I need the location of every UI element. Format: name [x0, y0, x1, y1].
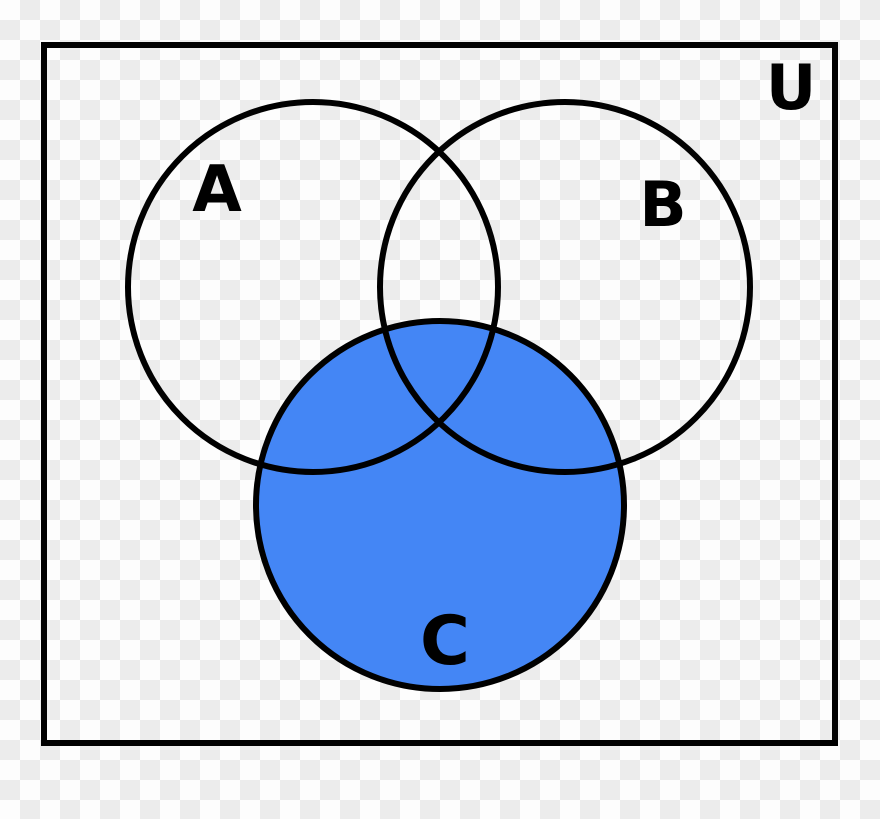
- set-a-circle: [125, 99, 501, 475]
- universe-box: [41, 42, 838, 746]
- set-c-circle: [253, 318, 627, 692]
- set-c-label: C: [420, 602, 470, 681]
- set-b-circle: [377, 99, 753, 475]
- set-a-label: A: [192, 153, 242, 227]
- set-b-label: B: [639, 168, 686, 241]
- universe-label: U: [766, 51, 816, 124]
